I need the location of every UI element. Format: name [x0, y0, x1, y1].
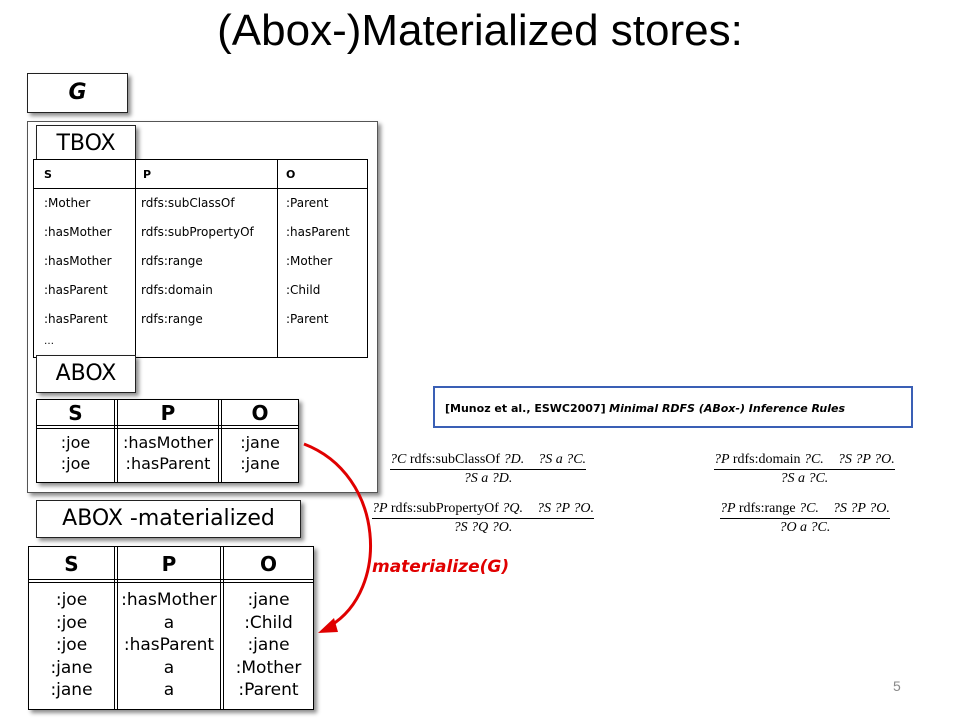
tbox-table: S P O :Mother rdfs:subClassOf :Parent :h… — [33, 159, 368, 358]
tbox-header-o: O — [286, 168, 296, 181]
mat-header-p: P — [161, 552, 177, 576]
reference-title: Minimal RDFS (ABox-) Inference Rules — [609, 402, 845, 415]
abox-label: ABOX — [36, 355, 136, 393]
abox-col-p: :hasMother:hasParent — [122, 433, 214, 473]
reference-citation: [Munoz et al., ESWC2007] — [445, 402, 606, 415]
page-number: 5 — [893, 678, 901, 694]
mat-col-o: :jane:Child:jane:Mother:Parent — [235, 590, 302, 700]
rule-subclassof: ?C rdfs:subClassOf ?D. ?S a ?C. ?S a ?D. — [390, 452, 587, 486]
materialize-arrow — [303, 442, 372, 633]
mat-col-s: :joe:joe:joe:jane:jane — [50, 590, 93, 700]
abox-col-s: :joe:joe — [60, 433, 91, 473]
graph-label: G — [27, 73, 128, 113]
abox-header-o: O — [251, 401, 269, 425]
rule-domain: ?P rdfs:domain ?C. ?S ?P ?O. ?S a ?C. — [714, 452, 895, 486]
abox-header-s: S — [68, 401, 83, 425]
abox-table: S P O :joe:joe :hasMother:hasParent :jan… — [36, 399, 299, 483]
mat-header-o: O — [259, 552, 277, 576]
tbox-header-p: P — [143, 168, 152, 181]
slide-title: (Abox-)Materialized stores: — [217, 6, 743, 55]
abox-materialized-label: ABOX -materialized — [36, 500, 301, 538]
tbox-label: TBOX — [36, 125, 136, 163]
rule-subpropertyof: ?P rdfs:subPropertyOf ?Q. ?S ?P ?O. ?S ?… — [372, 501, 594, 535]
abox-col-o: :jane:jane — [240, 433, 280, 473]
arrow-label: materialize(G) — [372, 557, 510, 577]
mat-header-s: S — [64, 552, 79, 576]
abox-header-p: P — [160, 401, 176, 425]
rule-range: ?P rdfs:range ?C. ?S ?P ?O. ?O a ?C. — [720, 501, 890, 535]
reference-box: [Munoz et al., ESWC2007] Minimal RDFS (A… — [433, 386, 913, 428]
tbox-header-s: S — [44, 168, 52, 181]
